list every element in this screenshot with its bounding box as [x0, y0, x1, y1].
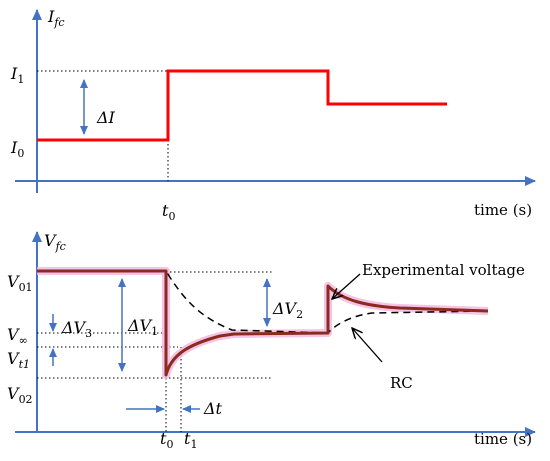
voltage-x-axis-label: time (s) — [474, 430, 532, 448]
current-y-axis-label: Ifc — [47, 7, 65, 29]
t1-label: t1 — [184, 429, 197, 451]
experimental-pointer-arrow — [332, 273, 361, 299]
experimental-voltage-label: Experimental voltage — [362, 261, 525, 279]
voltage-y-axis-label: Vfc — [44, 231, 66, 253]
current-step-trace — [37, 69, 447, 142]
delta-v3-label: ΔV3 — [61, 318, 92, 340]
delta-i-label: ΔI — [96, 108, 116, 127]
delta-v1-label: ΔV1 — [127, 316, 158, 338]
v01-label: V01 — [7, 272, 33, 294]
v02-label: V02 — [7, 384, 33, 406]
vt1-label: Vt1 — [7, 349, 30, 371]
vinf-label: V∞ — [7, 325, 28, 347]
current-panel: ΔI Ifc I1 I0 t0 time (s) — [10, 7, 536, 223]
experimental-voltage-curve — [37, 269, 489, 377]
delta-v2-label: ΔV2 — [272, 299, 303, 321]
experimental-curve-highlight — [37, 267, 489, 379]
rc-label: RC — [390, 374, 413, 392]
voltage-panel: Vfc V01 V∞ Vt1 V02 ΔV3 ΔV1 ΔV2 Δt t0 t1 … — [7, 231, 536, 451]
t0-label-bottom: t0 — [160, 429, 173, 451]
delta-t-label: Δt — [203, 399, 223, 418]
rc-model-curve — [37, 270, 489, 334]
i1-label: I1 — [10, 64, 24, 86]
rc-pointer-arrow — [352, 328, 383, 363]
current-x-axis-label: time (s) — [474, 201, 532, 219]
i0-label: I0 — [10, 138, 24, 160]
t0-label-top: t0 — [162, 201, 175, 223]
